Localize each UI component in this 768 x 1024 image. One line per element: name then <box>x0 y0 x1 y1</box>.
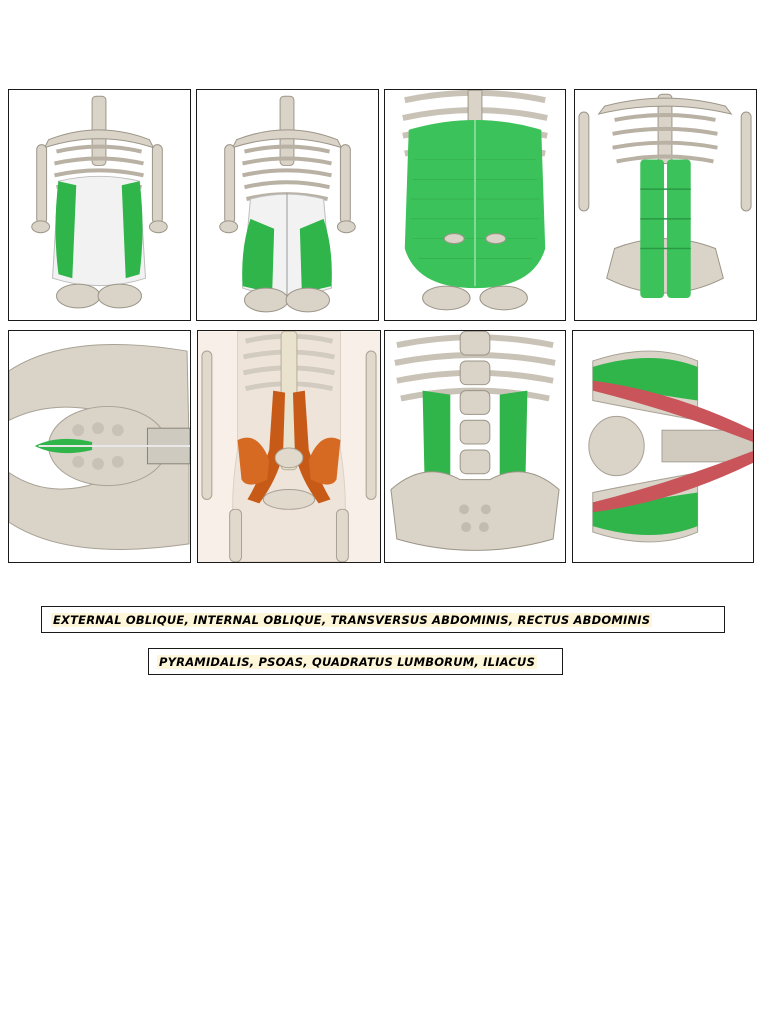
muscle-list-row-1-text: EXTERNAL OBLIQUE, INTERNAL OBLIQUE, TRAN… <box>51 612 653 627</box>
internal-oblique-illustration <box>196 89 379 321</box>
muscle-list-row-2: PYRAMIDALIS, PSOAS, QUADRATUS LUMBORUM, … <box>148 648 563 675</box>
rectus-abdominis-illustration <box>574 89 757 321</box>
external-oblique-illustration <box>8 89 191 321</box>
muscle-list-row-2-text: PYRAMIDALIS, PSOAS, QUADRATUS LUMBORUM, … <box>157 654 538 669</box>
iliacus-illustration <box>572 330 754 563</box>
quadratus-lumborum-illustration <box>384 330 566 563</box>
muscle-list-row-1: EXTERNAL OBLIQUE, INTERNAL OBLIQUE, TRAN… <box>41 606 725 633</box>
transversus-abdominis-illustration <box>384 89 566 321</box>
pyramidalis-illustration <box>8 330 191 563</box>
psoas-illustration <box>197 330 381 563</box>
